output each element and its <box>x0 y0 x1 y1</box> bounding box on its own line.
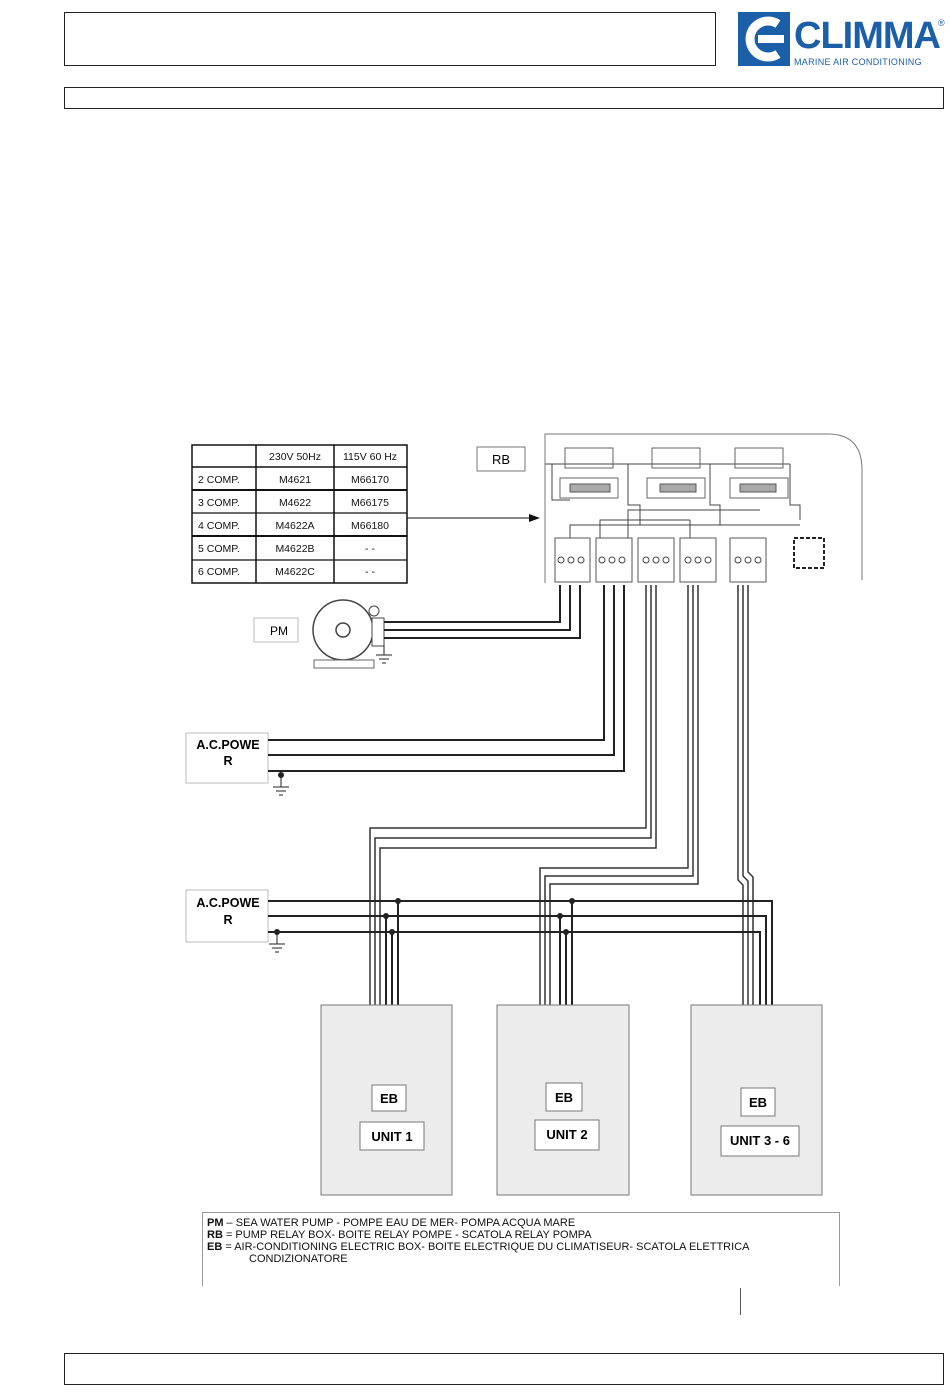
model-table: 230V 50Hz 115V 60 Hz 2 COMP. M4621 M6617… <box>191 444 408 584</box>
table-cell: M66175 <box>351 497 389 509</box>
legend-item-pm: PM – SEA WATER PUMP - POMPE EAU DE MER- … <box>207 1217 576 1229</box>
table-cell: M4621 <box>279 474 311 486</box>
header-title-box <box>64 12 716 66</box>
unit-2-box: EB UNIT 2 <box>496 1004 630 1196</box>
ac-power-label: A.C.POWE <box>196 738 259 752</box>
logo-registered-mark: ® <box>938 18 945 28</box>
relay-box <box>544 433 863 583</box>
ac-power-label: R <box>223 754 232 768</box>
unit-3-6-box: EB UNIT 3 - 6 <box>690 1004 823 1196</box>
climma-logo: CLIMMA ® MARINE AIR CONDITIONING <box>738 12 946 70</box>
table-cell: M4622C <box>275 566 315 578</box>
unit-label: UNIT 1 <box>371 1129 412 1144</box>
table-cell: 6 COMP. <box>198 566 240 578</box>
table-header-230v: 230V 50Hz <box>269 451 321 463</box>
logo-tagline: MARINE AIR CONDITIONING <box>794 57 922 67</box>
table-cell: 3 COMP. <box>198 497 240 509</box>
ac-power-label: R <box>223 913 232 927</box>
table-cell: M66170 <box>351 474 389 486</box>
table-to-rb-arrow <box>407 514 540 522</box>
eb-label: EB <box>555 1090 573 1105</box>
ac-power-source-2: A.C.POWE R <box>185 889 773 1005</box>
table-cell: 4 COMP. <box>198 520 240 532</box>
pm-label: PM <box>270 624 288 638</box>
table-cell: - - <box>365 543 375 555</box>
table-cell: M4622B <box>275 543 314 555</box>
table-cell: M66180 <box>351 520 389 532</box>
table-cell: - - <box>365 566 375 578</box>
legend-box: PM – SEA WATER PUMP - POMPE EAU DE MER- … <box>202 1212 840 1286</box>
unit-1-box: EB UNIT 1 <box>320 1004 453 1196</box>
climma-logo-mark-icon <box>738 12 790 66</box>
table-cell: 5 COMP. <box>198 543 240 555</box>
eb-label: EB <box>380 1091 398 1106</box>
footer-box <box>64 1353 944 1385</box>
legend-item-eb-cont: CONDIZIONATORE <box>249 1253 348 1265</box>
ac-power-label: A.C.POWE <box>196 896 259 910</box>
eb-label: EB <box>749 1095 767 1110</box>
unit-label: UNIT 2 <box>546 1127 587 1142</box>
rb-label-box: RB <box>476 446 526 472</box>
table-header-115v: 115V 60 Hz <box>343 451 397 463</box>
logo-wordmark: CLIMMA <box>794 15 941 57</box>
rb-label: RB <box>492 452 510 467</box>
divider-line <box>740 1288 741 1315</box>
unit-label: UNIT 3 - 6 <box>730 1133 790 1148</box>
table-cell: M4622A <box>275 520 314 532</box>
table-cell: M4622 <box>279 497 311 509</box>
ac-power-source-1: A.C.POWE R <box>185 585 625 796</box>
table-cell: 2 COMP. <box>198 474 240 486</box>
legend-item-eb: EB = AIR-CONDITIONING ELECTRIC BOX- BOIT… <box>207 1241 750 1253</box>
sea-water-pump: PM <box>253 585 581 669</box>
legend-item-rb: RB = PUMP RELAY BOX- BOITE RELAY POMPE -… <box>207 1229 592 1241</box>
terminal-screws <box>557 556 762 564</box>
header-subtitle-strip <box>64 87 944 109</box>
unit-signal-wiring <box>369 585 754 1005</box>
